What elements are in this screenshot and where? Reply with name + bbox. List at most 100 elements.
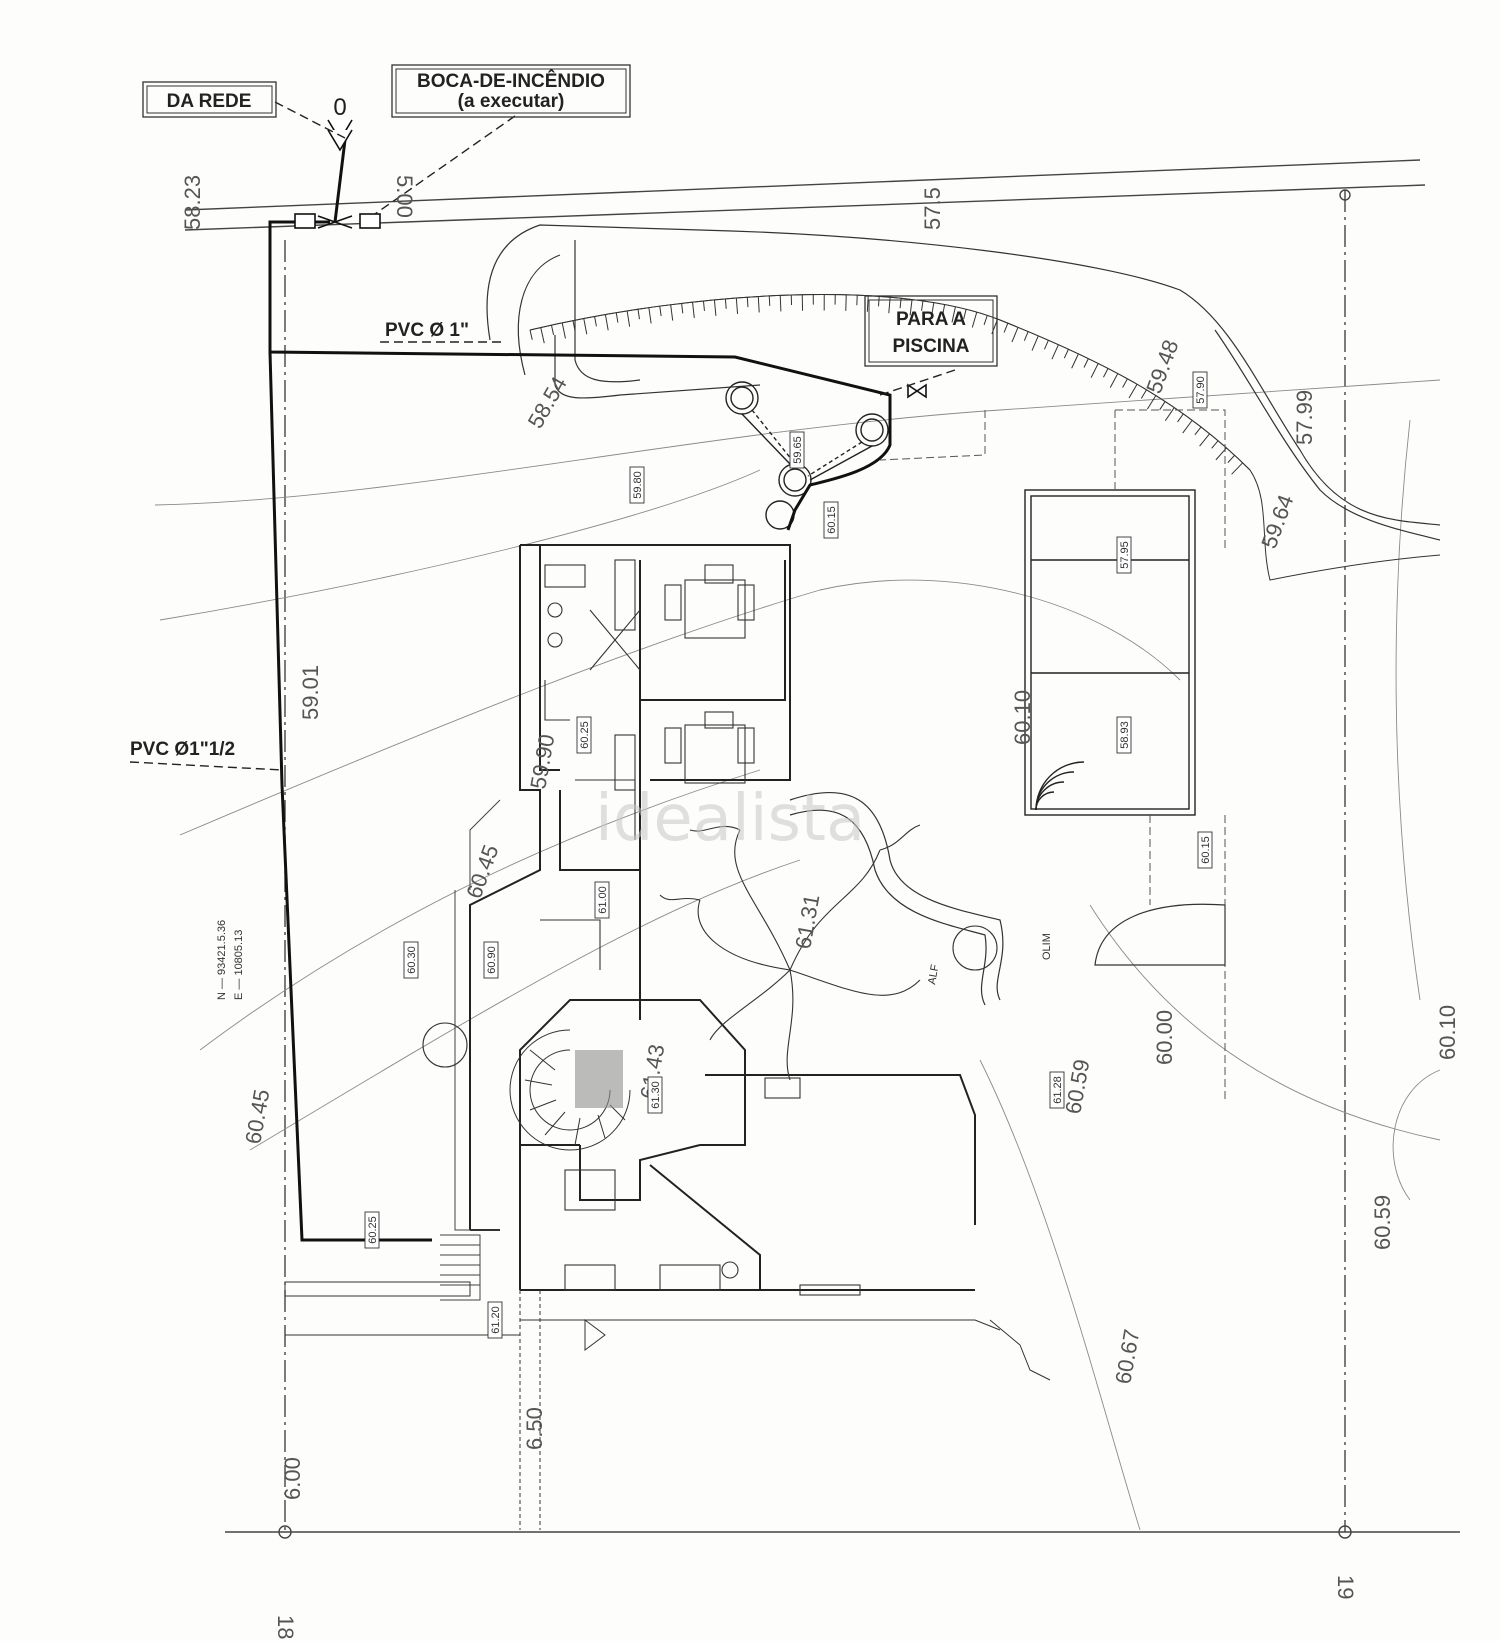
level-tag: 59.65 [789, 431, 805, 469]
elev-60-59: 60.59 [1060, 1057, 1094, 1116]
elev-61-31: 61.31 [790, 892, 824, 951]
level-tag: 60.25 [364, 1211, 380, 1249]
level-tag-text: 60.25 [367, 1216, 379, 1244]
house-walls [469, 544, 976, 1291]
contour-lines [154, 379, 1441, 1531]
hatch-tick [1103, 368, 1109, 378]
hatch-tick [1211, 440, 1219, 449]
hatch-tick [1043, 339, 1049, 350]
level-tag-text: 61.28 [1052, 1076, 1064, 1104]
callout-para-a-piscina: PARA A PISCINA [864, 295, 998, 367]
north-coordinate: N — 93421.5.36 [216, 920, 228, 1000]
level-tag-text: 60.25 [579, 721, 591, 749]
hatch-tick [877, 296, 880, 307]
dim-6-50: 6.50 [522, 1407, 547, 1450]
hatch-tick [1199, 433, 1211, 447]
hatch-tick [909, 299, 913, 316]
valves [294, 119, 927, 399]
embankment-ticks [529, 294, 1244, 475]
da-rede-label: DA REDE [167, 91, 252, 112]
dim-6-00: 6.00 [280, 1457, 305, 1500]
hatch-tick [1090, 363, 1099, 378]
hatch-tick [626, 310, 631, 327]
hatch-tick [942, 304, 946, 315]
level-tag-text: 60.15 [826, 506, 838, 534]
para-line2: PISCINA [892, 336, 969, 357]
elev-59-01: 59.01 [298, 665, 323, 720]
level-tag-text: 60.15 [1200, 836, 1212, 864]
hatch-tick [1063, 348, 1069, 359]
callout-boca-de-incendio: BOCA-DE-INCÊNDIO (a executar) [391, 64, 631, 118]
level-tag: 59.80 [629, 466, 645, 504]
olim-label: OLIM [1041, 933, 1053, 960]
hatch-tick [572, 320, 576, 331]
hatch-tick [1164, 407, 1175, 422]
elev-59-90: 59.90 [525, 732, 559, 791]
hatch-tick [594, 316, 597, 327]
level-tag-text: 57.95 [1119, 541, 1131, 569]
hatch-tick [735, 297, 739, 314]
elev-57-99: 57.99 [1292, 390, 1317, 445]
callout-da-rede: DA REDE [142, 81, 277, 118]
swimming-pool [1024, 489, 1196, 816]
hatch-tick [1109, 373, 1119, 388]
valve-zero-label: 0 [333, 94, 346, 121]
hatch-tick [702, 300, 705, 311]
hatch-tick [540, 327, 545, 344]
level-tag: 60.90 [483, 941, 499, 979]
garden-tree [422, 824, 998, 1081]
marker-18: 18 [273, 1615, 298, 1639]
hatch-tick [1023, 331, 1029, 341]
level-tag: 60.15 [1197, 831, 1213, 869]
level-tag-box [576, 716, 592, 754]
hatch-tick [866, 295, 869, 312]
hatch-tick [1051, 344, 1059, 360]
level-tag-text: 57.90 [1195, 376, 1207, 404]
coordinate-labels: N — 93421.5.36 E — 10805.13 [216, 920, 245, 1000]
hatch-tick [670, 304, 674, 321]
elev-60-67: 60.67 [1110, 1327, 1144, 1386]
driveway-road [486, 224, 1441, 541]
boca-line2: (a executar) [458, 91, 565, 112]
hatch-tick [659, 306, 662, 317]
level-tag-text: 60.90 [486, 946, 498, 974]
level-tag: 60.15 [823, 501, 839, 539]
hatch-tick [681, 303, 684, 314]
hatch-tick [930, 302, 935, 319]
hatch-tick [757, 296, 760, 313]
level-tag-box [1116, 536, 1132, 574]
hatch-tick [1182, 419, 1193, 434]
level-tag: 61.28 [1049, 1071, 1065, 1109]
hatch-tick [550, 325, 555, 336]
elev-59-48: 59.48 [1141, 336, 1183, 396]
hatch-tick [724, 298, 727, 309]
hatch-tick [1159, 401, 1166, 411]
level-tag-box [1192, 371, 1208, 409]
level-tag-text: 61.30 [650, 1081, 662, 1109]
level-tag-box [403, 941, 419, 979]
elev-58-23: 58.23 [180, 175, 205, 230]
level-tag-box [629, 466, 645, 504]
elev-59-64: 59.64 [1256, 491, 1298, 551]
level-tag-box [594, 881, 610, 919]
callout-leaders [129, 101, 956, 771]
hatch-tick [971, 311, 978, 328]
level-tag-box [789, 431, 805, 469]
hatch-tick [1231, 462, 1244, 475]
hatch-tick [1140, 389, 1147, 399]
elev-60-10: 60.10 [1010, 690, 1035, 745]
level-tag: 61.00 [594, 881, 610, 919]
hatch-tick [1003, 322, 1009, 333]
level-tag-box [487, 1301, 503, 1339]
hatch-tick [746, 297, 749, 308]
footpath-wall [284, 1281, 1051, 1530]
elev-58-54: 58.54 [523, 372, 572, 432]
boxed-level-tags: 59.6559.8060.1557.9558.9357.9060.2561.00… [364, 371, 1213, 1339]
level-tag: 61.30 [647, 1076, 663, 1114]
elev-60-45-b: 60.45 [240, 1087, 274, 1146]
hatch-tick [1122, 378, 1128, 388]
marker-5-00: 5.00 [392, 175, 417, 218]
hatch-tick [604, 314, 609, 331]
hatch-tick [1194, 426, 1202, 436]
